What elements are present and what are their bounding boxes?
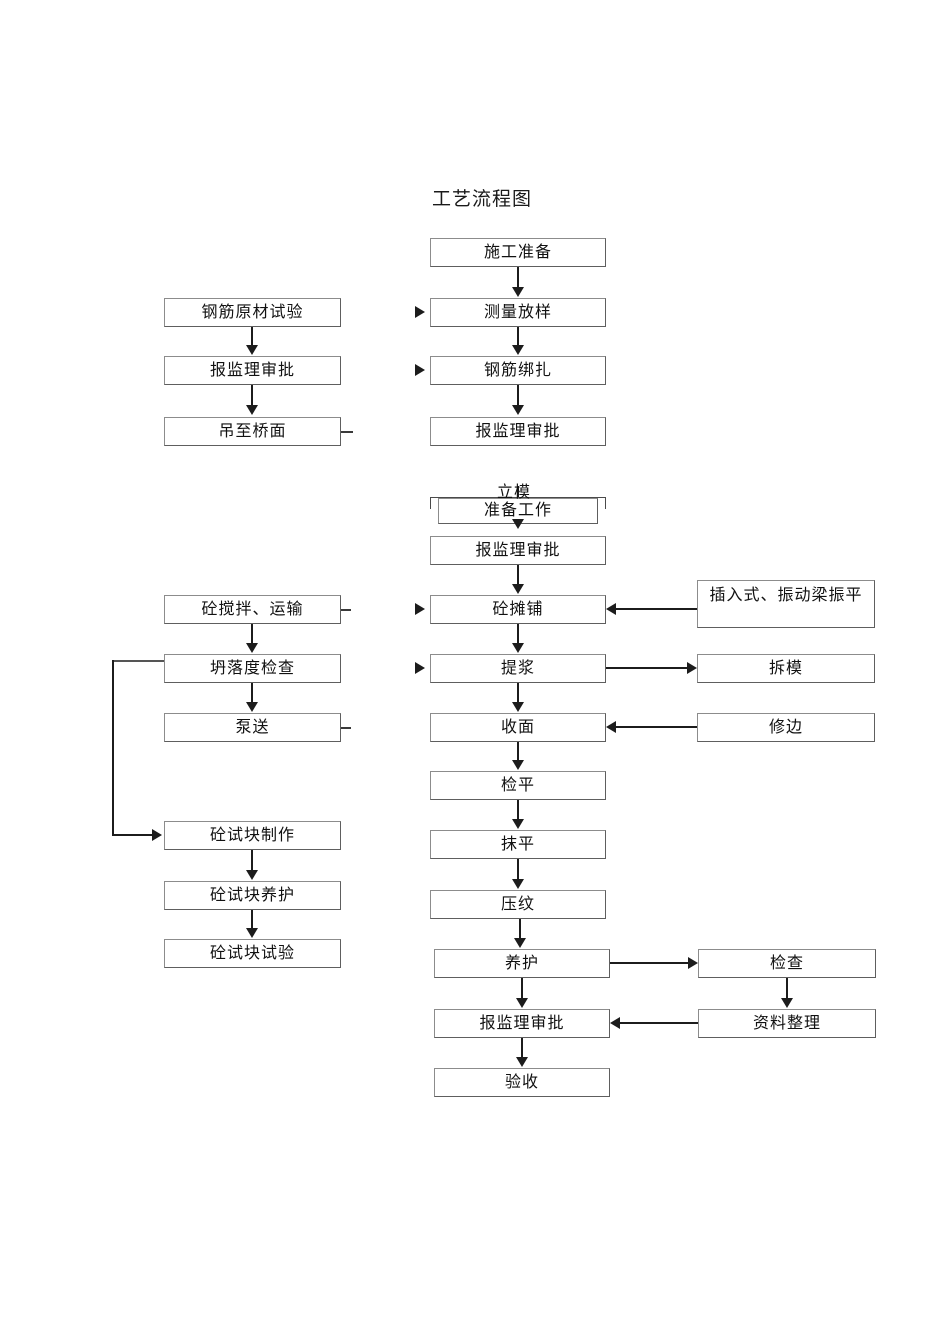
edge-n12-n13-line — [517, 859, 519, 880]
edge-n7-n8-arrow — [512, 584, 524, 594]
node-bengsong[interactable]: 泵送 — [164, 713, 341, 742]
node-tong-shikuai-yanghu[interactable]: 砼试块养护 — [164, 881, 341, 910]
node-tong-shikuai-shiyan[interactable]: 砼试块试验 — [164, 939, 341, 968]
edge-l1-l2-line — [251, 327, 253, 346]
node-xiubian[interactable]: 修边 — [697, 713, 875, 742]
node-bao-jianli-shenpi-3[interactable]: 报监理审批 — [434, 1009, 610, 1038]
edge-l5-l6-line — [251, 683, 253, 703]
edge-n12-n13-arrow — [512, 879, 524, 889]
edge-into-tong-tanpu-arrow — [415, 603, 425, 615]
edge-tijiang-to-chaimo-line — [606, 667, 691, 669]
node-gangjin-bangzha[interactable]: 钢筋绑扎 — [430, 356, 606, 385]
edge-into-gangjin-bangzha-arrow — [415, 364, 425, 376]
edge-tijiang-to-chaimo-arrow — [687, 662, 697, 674]
node-celiang-fangyang[interactable]: 测量放样 — [430, 298, 606, 327]
edge-ziliao-to-shenpi-arrow — [610, 1017, 620, 1029]
edge-n4-n6-arrow — [512, 519, 524, 529]
edge-l8-l9-line — [251, 910, 253, 929]
edge-n13-n14-line — [519, 919, 521, 940]
node-zhunbei-gongzuo[interactable]: 准备工作 — [438, 498, 598, 524]
node-bao-jianli-shenpi-2[interactable]: 报监理审批 — [430, 536, 606, 565]
node-jiancha[interactable]: 检查 — [698, 949, 876, 978]
node-yanghu[interactable]: 养护 — [434, 949, 610, 978]
node-gangjin-yuancai-shiyan[interactable]: 钢筋原材试验 — [164, 298, 341, 327]
edge-n11-n12-arrow — [512, 819, 524, 829]
edge-l1-l2-arrow — [246, 345, 258, 355]
node-bao-jianli-shenpi-left[interactable]: 报监理审批 — [164, 356, 341, 385]
node-yanshou[interactable]: 验收 — [434, 1068, 610, 1097]
edge-l7-l8-line — [251, 850, 253, 871]
node-yawen[interactable]: 压纹 — [430, 890, 606, 919]
page-title: 工艺流程图 — [432, 189, 533, 210]
edge-n11-n12-line — [517, 800, 519, 820]
edge-n1-n2-arrow — [512, 287, 524, 297]
edge-xiubian-to-shoumian-line — [612, 726, 697, 728]
node-tong-tanpu[interactable]: 砼摊铺 — [430, 595, 606, 624]
edge-n3-n4-line — [517, 385, 519, 406]
edge-n13-n14-arrow — [514, 938, 526, 948]
edge-into-tijiang-arrow — [415, 662, 425, 674]
edge-r4-r5-line — [786, 978, 788, 999]
edge-n2-n3-arrow — [512, 345, 524, 355]
edge-n7-n8-line — [517, 565, 519, 587]
edge-l5-l6-arrow — [246, 702, 258, 712]
edge-n9-n10-arrow — [512, 702, 524, 712]
edge-n1-n2-line — [517, 267, 519, 289]
edge-l2-l3-line — [251, 385, 253, 406]
edge-yanghu-to-jiancha-arrow — [688, 957, 698, 969]
node-charushi-zhendongliang-zhenping[interactable]: 插入式、振动梁振平 — [697, 580, 875, 628]
edge-loop-bottom — [112, 834, 158, 836]
edge-n3-n4-arrow — [512, 405, 524, 415]
edge-ziliao-to-shenpi-line — [616, 1022, 698, 1024]
node-limo-label: 立模 — [497, 484, 532, 501]
node-tijiang[interactable]: 提浆 — [430, 654, 606, 683]
edge-n9-n10-line — [517, 683, 519, 703]
edge-n2-n3-line — [517, 327, 519, 346]
edge-loop-top — [112, 660, 166, 662]
edge-xiubian-to-shoumian-arrow — [606, 721, 616, 733]
node-limo-frame[interactable] — [430, 497, 606, 509]
node-bao-jianli-shenpi-1[interactable]: 报监理审批 — [430, 417, 606, 446]
edge-n14-n15-arrow — [516, 998, 528, 1008]
edge-l2-l3-arrow — [246, 405, 258, 415]
node-diaozhi-qiaomian[interactable]: 吊至桥面 — [164, 417, 341, 446]
node-ziliao-zhengli[interactable]: 资料整理 — [698, 1009, 876, 1038]
edge-n8-n9-line — [517, 624, 519, 644]
edge-l8-l9-arrow — [246, 928, 258, 938]
edge-r4-r5-arrow — [781, 998, 793, 1008]
edge-loop-arrow — [152, 829, 162, 841]
edge-tong-jiaoban-stub — [341, 609, 351, 611]
node-shoumian[interactable]: 收面 — [430, 713, 606, 742]
edge-n15-n16-line — [521, 1038, 523, 1058]
node-moping[interactable]: 抹平 — [430, 830, 606, 859]
edge-r1-to-tanpu-line — [612, 608, 697, 610]
edge-l4-l5-arrow — [246, 643, 258, 653]
edge-n10-n11-arrow — [512, 760, 524, 770]
edge-yanghu-to-jiancha-line — [610, 962, 690, 964]
edge-diaozhi-to-gangjin-stub — [341, 431, 353, 433]
edge-into-celiang-fangyang-arrow — [415, 306, 425, 318]
edge-l7-l8-arrow — [246, 870, 258, 880]
edge-n15-n16-arrow — [516, 1057, 528, 1067]
node-tanluodu-jiancha[interactable]: 坍落度检查 — [164, 654, 341, 683]
edge-n14-n15-line — [521, 978, 523, 999]
edge-n8-n9-arrow — [512, 643, 524, 653]
node-tong-jiaoban-yunshu[interactable]: 砼搅拌、运输 — [164, 595, 341, 624]
node-tong-shikuai-zhizuo[interactable]: 砼试块制作 — [164, 821, 341, 850]
node-jianping[interactable]: 检平 — [430, 771, 606, 800]
edge-r1-to-tanpu-arrow — [606, 603, 616, 615]
edge-bengsong-stub — [341, 727, 351, 729]
edge-loop-vertical — [112, 660, 114, 836]
node-shigong-zhunbei[interactable]: 施工准备 — [430, 238, 606, 267]
node-chaimo[interactable]: 拆模 — [697, 654, 875, 683]
edge-n10-n11-line — [517, 742, 519, 761]
edge-l4-l5-line — [251, 624, 253, 644]
